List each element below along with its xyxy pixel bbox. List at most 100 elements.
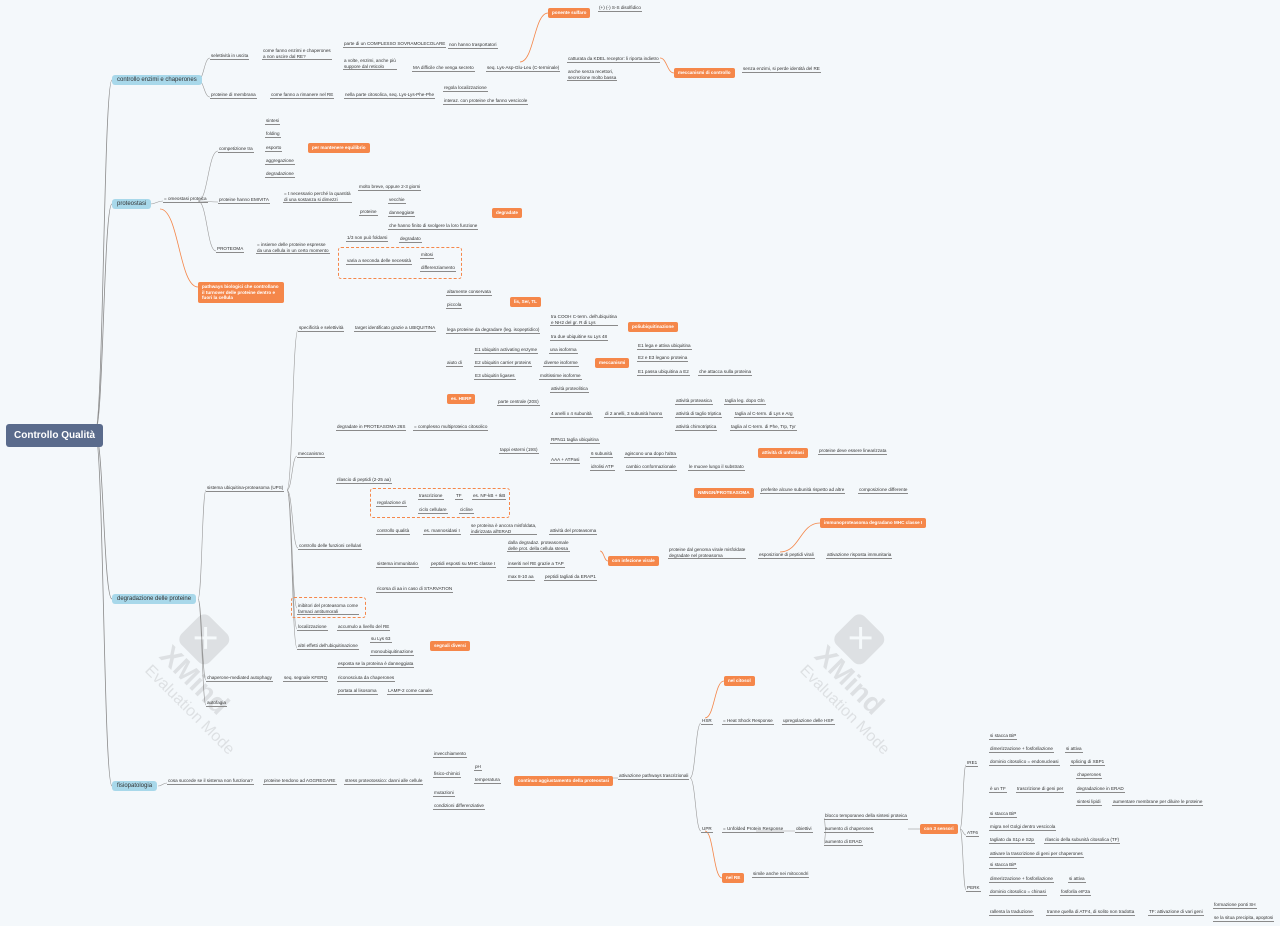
subtopic[interactable]: agiscono una dopo l'altra — [624, 451, 677, 458]
subtopic[interactable]: mutazioni — [433, 790, 455, 797]
subtopic[interactable]: interaz. con proteine che fanno vescicol… — [443, 98, 529, 105]
subtopic[interactable]: composizione differente — [858, 487, 909, 494]
subtopic[interactable]: tranne quella di ATF4, di solito non tra… — [1046, 909, 1136, 916]
subtopic[interactable]: diverse isoforme — [543, 360, 579, 367]
subtopic[interactable]: dalla degradaz. proteasomale delle prot.… — [507, 540, 570, 553]
subtopic[interactable]: selettività in uscita — [210, 53, 250, 60]
subtopic[interactable]: proteine tendono ad AGGREGARE — [263, 778, 337, 785]
subtopic[interactable]: regolazione di — [376, 500, 407, 507]
subtopic[interactable]: si stacca BiP — [989, 811, 1018, 818]
subtopic[interactable]: aumentare membrane per diluire le protei… — [1112, 799, 1204, 806]
subtopic[interactable]: degradazione — [265, 171, 295, 178]
subtopic[interactable]: = Heat Shock Response — [722, 718, 774, 725]
subtopic[interactable]: si attiva — [1065, 746, 1083, 753]
subtopic[interactable]: altri effetti dell'ubiquitinazione — [297, 643, 359, 650]
subtopic[interactable]: se la situa precipita, apoptosi — [1213, 915, 1275, 922]
subtopic[interactable]: UPR — [701, 826, 713, 833]
subtopic[interactable]: riconosciuta da chaperones — [337, 675, 396, 682]
subtopic[interactable]: autofagia — [206, 700, 227, 707]
subtopic[interactable]: aumento di chaperones — [824, 826, 875, 833]
subtopic[interactable]: dominio citosolico = chinasi — [989, 889, 1047, 896]
subtopic[interactable]: proteine deve essere linearizzata — [818, 448, 888, 455]
subtopic[interactable]: ciclo cellulare — [418, 507, 448, 514]
root-topic[interactable]: Controllo Qualità — [6, 424, 104, 447]
callout-topic[interactable]: nel citosol — [724, 676, 755, 686]
subtopic[interactable]: proteine hanno EMIVITA — [218, 197, 270, 204]
subtopic[interactable]: trascrizione di geni per — [1016, 786, 1065, 793]
subtopic[interactable]: esposta se la proteina è danneggiata — [337, 661, 415, 668]
subtopic[interactable]: folding — [265, 131, 281, 138]
callout-topic[interactable]: con infezione virale — [608, 556, 659, 566]
subtopic[interactable]: cosa succede se il sistema non funziona? — [167, 778, 254, 785]
subtopic[interactable]: TF — [455, 493, 463, 500]
subtopic[interactable]: attivare la trascrizione di geni per cha… — [989, 851, 1084, 858]
subtopic[interactable]: RPN11 taglia ubiquitina — [550, 437, 600, 444]
subtopic[interactable]: differenziamento — [420, 265, 456, 272]
subtopic[interactable]: a volte, enzimi, anche più suppore dal r… — [343, 58, 397, 71]
callout-topic[interactable]: attività di unfoldasi — [758, 448, 808, 458]
subtopic[interactable]: condizioni differenziative — [433, 803, 485, 810]
subtopic[interactable]: es. mannosidasi I — [423, 528, 461, 535]
subtopic[interactable]: = t necessario perché la quantità di una… — [283, 191, 352, 204]
subtopic[interactable]: mitosi — [420, 252, 434, 259]
subtopic[interactable]: upregolazione delle HSP — [782, 718, 835, 725]
subtopic[interactable]: E1 ubiquitin activating enzyme — [474, 347, 539, 354]
subtopic[interactable]: è un TF — [989, 786, 1007, 793]
subtopic[interactable]: controllo delle funzioni cellulari — [298, 543, 363, 550]
callout-topic[interactable]: es. HERP — [447, 394, 476, 404]
subtopic[interactable]: ATF6 — [966, 830, 979, 837]
subtopic[interactable]: degradato — [399, 236, 422, 243]
callout-topic[interactable]: ponente sulfaro — [548, 8, 591, 18]
main-topic[interactable]: degradazione delle proteine — [112, 594, 197, 604]
subtopic[interactable]: si stacca BiP — [989, 733, 1018, 740]
callout-topic[interactable]: con 3 sensori — [920, 824, 958, 834]
subtopic[interactable]: TF: attivazione di vari geni — [1148, 909, 1204, 916]
subtopic[interactable]: lega proteine da degradare (leg. isopept… — [446, 327, 541, 334]
subtopic[interactable]: tagliato da S1p e S2p — [989, 837, 1035, 844]
subtopic[interactable]: cicline — [459, 507, 474, 514]
subtopic[interactable]: sistema immunitario — [376, 561, 419, 568]
subtopic[interactable]: portata al lisosoma — [337, 688, 378, 695]
main-topic[interactable]: proteostasi — [112, 199, 152, 209]
subtopic[interactable]: moltissime isoforme — [539, 373, 582, 380]
main-topic[interactable]: fisiopatologia — [112, 781, 158, 791]
callout-topic[interactable]: meccanismi — [595, 358, 630, 368]
subtopic[interactable]: sintesi lipidi — [1076, 799, 1102, 806]
subtopic[interactable]: MA difficile che venga secreto — [412, 65, 475, 72]
subtopic[interactable]: se proteina è ancora misfoldata, indiriz… — [470, 523, 538, 536]
subtopic[interactable]: rilascio della subunità citosolica (TF) — [1044, 837, 1121, 844]
subtopic[interactable]: che attacca sulla proteina — [698, 369, 753, 376]
subtopic[interactable]: proteine — [359, 209, 378, 216]
subtopic[interactable]: migra nel Golgi dentro vescicola — [989, 824, 1057, 831]
callout-topic[interactable]: poliubiquitinazione — [628, 322, 678, 332]
subtopic[interactable]: E3 ubiquitin ligases — [474, 373, 516, 380]
subtopic[interactable]: taglia al C-term. di Lys e Arg — [734, 411, 794, 418]
subtopic[interactable]: varia a seconda delle necessità — [346, 258, 413, 265]
callout-topic[interactable]: meccanismi di controllo — [674, 68, 735, 78]
subtopic[interactable]: splicing di XBP1 — [1070, 759, 1106, 766]
subtopic[interactable]: proteine di membrana — [210, 92, 257, 99]
subtopic[interactable]: aggregazione — [265, 158, 295, 165]
subtopic[interactable]: aumento di ERAD — [824, 839, 863, 846]
subtopic[interactable]: piccola — [446, 302, 463, 309]
subtopic[interactable]: come fanno a rimanere nel RE — [270, 92, 335, 99]
subtopic[interactable]: taglia al C-term. di Phe, Trp, Tyr — [730, 424, 797, 431]
subtopic[interactable]: attività proteolitica — [550, 386, 589, 393]
subtopic[interactable]: HSR — [701, 718, 713, 725]
subtopic[interactable]: formazione ponti SH — [1213, 902, 1257, 909]
subtopic[interactable]: altamente conservata — [446, 289, 492, 296]
subtopic[interactable]: monoubiquitinazione — [370, 649, 415, 656]
subtopic[interactable]: preferite alcune subunità rispetto ad al… — [760, 487, 846, 494]
subtopic[interactable]: LAMP-2 come canale — [387, 688, 433, 695]
subtopic[interactable]: inseriti nel RE grazie a TAP — [507, 561, 565, 568]
subtopic[interactable]: 4 anelli x 4 subunità — [550, 411, 593, 418]
subtopic[interactable]: esporto — [265, 145, 283, 152]
subtopic[interactable]: esposizione di peptidi virali — [758, 552, 815, 559]
subtopic[interactable]: danneggiate — [388, 210, 416, 217]
subtopic[interactable]: trascrizione — [418, 493, 444, 500]
subtopic[interactable]: localizzazione — [297, 624, 328, 631]
subtopic[interactable]: attività del proteasoma — [549, 528, 598, 535]
subtopic[interactable]: tra COOH C-term. dell'ubiquitina e NH2 d… — [550, 314, 618, 327]
subtopic[interactable]: attività di taglio triptica — [675, 411, 723, 418]
subtopic[interactable]: = Unfolded Protein Response — [722, 826, 785, 833]
